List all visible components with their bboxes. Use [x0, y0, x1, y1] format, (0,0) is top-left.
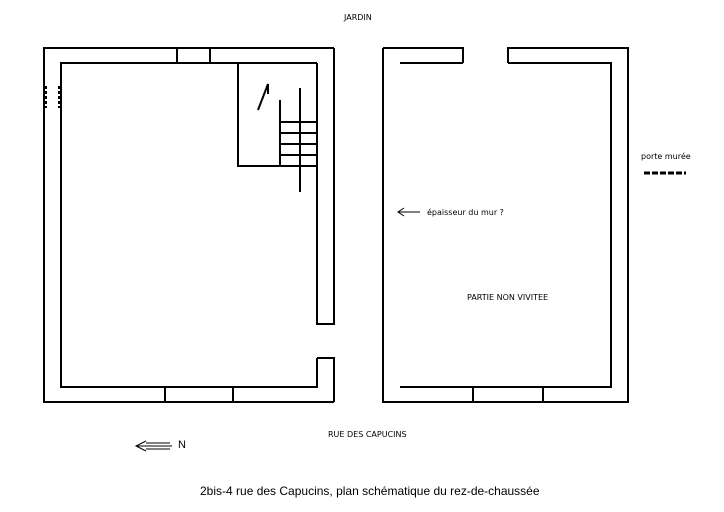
stair-enclosure — [237, 63, 280, 167]
left-building-inner-wall — [60, 62, 318, 388]
street-label: RUE DES CAPUCINS — [328, 430, 407, 439]
wall-thickness-label: épaisseur du mur ? — [427, 208, 504, 217]
wall-thickness-arrow — [397, 207, 420, 217]
left-building-east-wall-upper — [316, 48, 335, 325]
plan-caption: 2bis-4 rue des Capucins, plan schématiqu… — [200, 484, 540, 498]
garden-label: JARDIN — [344, 13, 372, 22]
walled-door-marks — [45, 86, 384, 352]
left-building-outer-wall — [43, 47, 334, 403]
walls — [43, 47, 629, 403]
stair-arrow — [257, 83, 269, 111]
unvisited-part-label: PARTIE NON VIVITEE — [467, 293, 549, 302]
north-label: N — [178, 439, 186, 451]
left-building-east-wall-lower — [317, 357, 335, 402]
right-building-inner-wall — [400, 62, 612, 388]
right-building-outer-wall — [382, 47, 629, 403]
walled-door-legend-label: porte murée — [641, 152, 691, 161]
north-arrow — [134, 440, 172, 452]
